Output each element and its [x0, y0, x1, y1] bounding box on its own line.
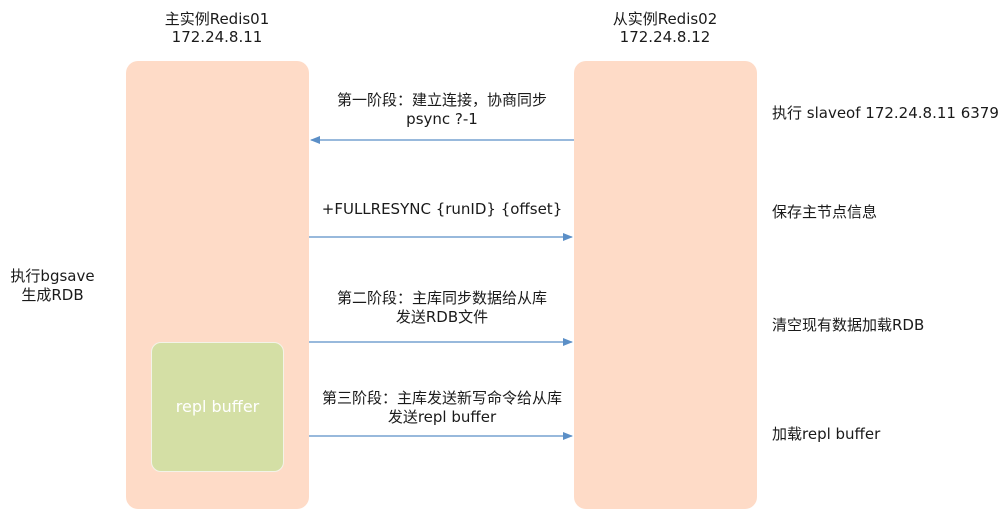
master-note-line1: 执行bgsave: [10, 267, 95, 285]
slave-action-1: 执行 slaveof 172.24.8.11 6379: [772, 104, 999, 122]
slave-action-4: 加载repl buffer: [772, 425, 881, 443]
message-1-line1: 第一阶段：建立连接，协商同步: [336, 91, 547, 109]
message-4-line2: 发送repl buffer: [387, 408, 497, 426]
slave-lane: [574, 61, 757, 509]
slave-title: 从实例Redis02: [612, 10, 718, 28]
slave-ip: 172.24.8.12: [619, 28, 711, 46]
master-title: 主实例Redis01: [164, 10, 270, 28]
message-2-line1: +FULLRESYNC {runID} {offset}: [321, 200, 563, 218]
message-3-line2: 发送RDB文件: [395, 308, 489, 326]
repl-buffer-box: repl buffer: [151, 342, 284, 472]
slave-action-2: 保存主节点信息: [772, 203, 878, 221]
message-3-line1: 第二阶段：主库同步数据给从库: [336, 289, 547, 307]
message-4-line1: 第三阶段：主库发送新写命令给从库: [321, 389, 562, 407]
repl-buffer-label: repl buffer: [175, 397, 260, 416]
master-ip: 172.24.8.11: [171, 28, 263, 46]
slave-action-3: 清空现有数据加载RDB: [772, 316, 925, 334]
message-1-line2: psync ?-1: [406, 110, 478, 128]
master-note-line2: 生成RDB: [21, 286, 84, 304]
